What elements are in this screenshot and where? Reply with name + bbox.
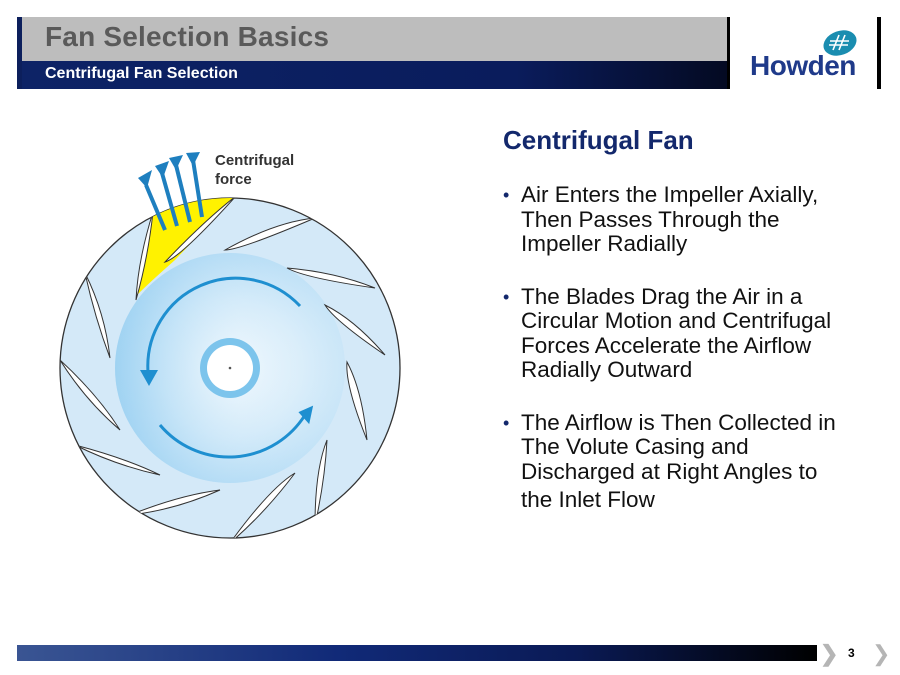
bullet-line: Radially Outward [521,357,693,382]
bullet-line: the Inlet Flow [521,487,655,512]
bullet-item: • The Airflow is Then Collected in The V… [503,409,893,513]
bullet-line: Air Enters the Impeller Axially, [521,182,819,207]
header-divider [727,17,730,89]
header-subtitle-band [22,61,727,89]
centrifugal-label-line2: force [215,171,252,188]
chevron-right-icon[interactable]: ❯ [820,641,839,666]
header-accent-bar [17,17,22,89]
page-number: 3 [848,646,855,660]
bullet-line: Circular Motion and Centrifugal [521,308,832,333]
section-title: Centrifugal Fan [503,125,694,155]
footer-bar [17,645,817,661]
howden-emblem-icon [823,30,857,56]
logo-divider [877,17,881,89]
rotation-arrowhead-left [140,370,158,386]
howden-logo: Howden [750,50,856,81]
centrifugal-force-arrows [144,159,204,231]
bullet-list: • Air Enters the Impeller Axially, Then … [503,182,893,541]
bullet-line: Forces Accelerate the Airflow [521,332,812,358]
rotation-arrows [146,276,307,459]
header-title-band [22,17,727,61]
centrifugal-label-line1: Centrifugal [215,152,294,169]
centrifugal-fan-diagram: Centrifugal force [59,152,401,539]
bullet-dot: • [503,412,510,433]
bullet-item: • The Blades Drag the Air in a Circular … [503,283,893,383]
bullet-line: Discharged at Right Angles to [521,458,818,484]
chevron-right-icon[interactable]: ❯ [872,641,891,666]
bullet-dot: • [503,185,510,205]
bullet-line: The Volute Casing and [521,434,749,459]
bullet-line: Impeller Radially [521,231,688,256]
bullet-item: • Air Enters the Impeller Axially, Then … [503,182,893,257]
bullet-line: The Airflow is Then Collected in [521,409,836,435]
bullet-dot: • [503,286,510,307]
bullet-line: Then Passes Through the [521,206,780,232]
bullet-line: The Blades Drag the Air in a [521,283,803,309]
impeller-blades [60,198,386,538]
page-subtitle: Centrifugal Fan Selection [45,65,238,82]
rotation-arrowhead-right [298,405,314,425]
page-title: Fan Selection Basics [45,21,330,52]
